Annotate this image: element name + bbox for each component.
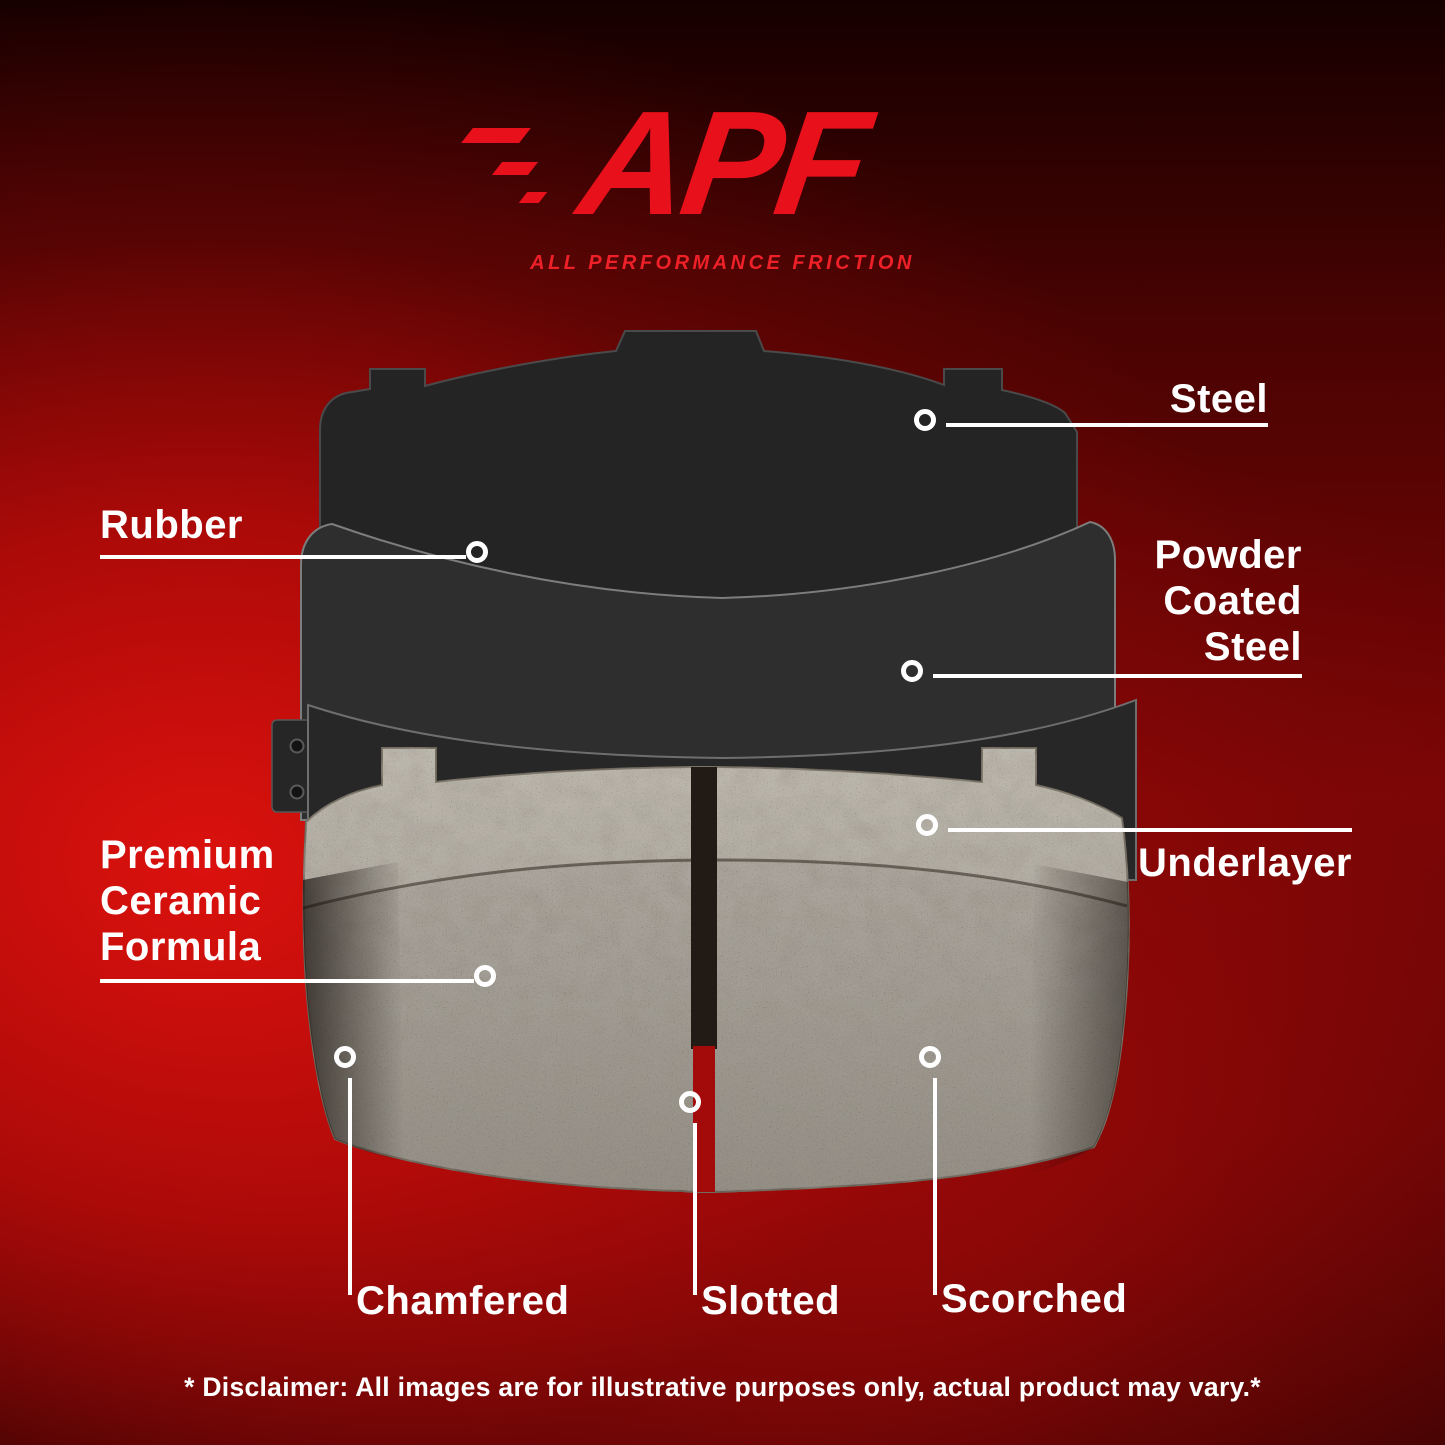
callout-premium-ceramic-line [100,979,474,983]
callout-chamfered-dot [334,1046,356,1068]
callout-underlayer-label: Underlayer [1138,841,1352,885]
callout-premium-ceramic-label: Premium Ceramic Formula [100,833,275,969]
callout-underlayer-line [948,828,1352,832]
callout-rubber-dot [466,541,488,563]
chamfer-shade-left [303,862,404,1162]
slot-shape [691,767,717,1049]
brand-logo: APF ALL PERFORMANCE FRICTION [0,81,1445,275]
slot-gap-shape [693,1046,715,1192]
callout-rubber-label: Rubber [100,503,243,547]
callout-steel-line [946,423,1268,427]
steel-backing-plate-shape [319,330,1078,641]
callout-premium-ceramic-dot [474,965,496,987]
callout-slotted-line [693,1123,697,1295]
pad-seam-line [302,858,1128,910]
bolt-hole [289,784,305,800]
callout-steel-label: Steel [1169,377,1268,421]
callout-scorched-line [933,1078,937,1295]
disclaimer-text: * Disclaimer: All images are for illustr… [184,1372,1261,1402]
chamfer-shade-right [1030,864,1129,1175]
callout-underlayer-dot [916,814,938,836]
callout-steel-dot [914,409,936,431]
callout-chamfered-label: Chamfered [356,1279,570,1323]
bolt-hole [289,738,305,754]
callout-chamfered-line [348,1078,352,1295]
callout-slotted-label: Slotted [701,1279,841,1323]
callout-scorched-dot [919,1046,941,1068]
callout-rubber-line [100,555,466,559]
callout-powder-coated-steel-label: Powder Coated Steel [1154,533,1302,669]
callout-scorched-label: Scorched [941,1277,1128,1321]
callout-powder-coated-steel-dot [901,660,923,682]
callout-slotted-dot [679,1091,701,1113]
callout-powder-coated-steel-line [933,674,1302,678]
brand-tagline: ALL PERFORMANCE FRICTION [530,252,915,274]
